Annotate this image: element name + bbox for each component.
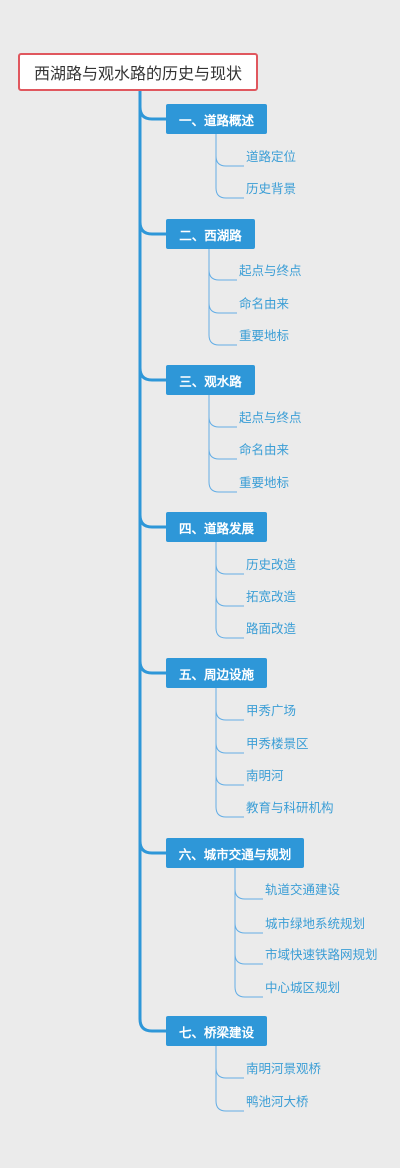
branch-label: 三、观水路 bbox=[179, 373, 242, 389]
branch-topic-1[interactable]: 一、道路概述 bbox=[166, 104, 267, 134]
sub-topic[interactable]: 南明河 bbox=[246, 768, 284, 783]
branch-label: 一、道路概述 bbox=[178, 112, 254, 128]
sub-topic[interactable]: 教育与科研机构 bbox=[246, 800, 334, 815]
sub-topic[interactable]: 甲秀广场 bbox=[246, 703, 297, 718]
branch-label: 五、周边设施 bbox=[178, 666, 254, 682]
sub-topic[interactable]: 拓宽改造 bbox=[246, 589, 297, 604]
sub-topic[interactable]: 鸭池河大桥 bbox=[246, 1094, 309, 1109]
branch-label: 六、城市交通与规划 bbox=[178, 846, 292, 862]
sub-topic[interactable]: 重要地标 bbox=[239, 475, 290, 490]
sub-topic[interactable]: 起点与终点 bbox=[239, 263, 302, 278]
sub-topic[interactable]: 命名由来 bbox=[239, 442, 290, 457]
sub-topic[interactable]: 重要地标 bbox=[239, 328, 290, 343]
branch-topic-7[interactable]: 七、桥梁建设 bbox=[166, 1016, 267, 1046]
branch-topic-6[interactable]: 六、城市交通与规划 bbox=[166, 838, 304, 868]
sub-topic[interactable]: 市域快速铁路网规划 bbox=[265, 947, 378, 962]
sub-topic[interactable]: 道路定位 bbox=[246, 149, 297, 164]
sub-topic[interactable]: 中心城区规划 bbox=[265, 980, 341, 995]
sub-topic[interactable]: 甲秀楼景区 bbox=[246, 736, 309, 751]
root-title: 西湖路与观水路的历史与现状 bbox=[33, 64, 242, 83]
branch-label: 二、西湖路 bbox=[179, 227, 242, 243]
branch-topic-3[interactable]: 三、观水路 bbox=[166, 365, 255, 395]
sub-topic[interactable]: 轨道交通建设 bbox=[265, 882, 341, 897]
root-topic[interactable]: 西湖路与观水路的历史与现状 bbox=[18, 53, 258, 91]
branch-label: 四、道路发展 bbox=[178, 520, 254, 536]
sub-topic[interactable]: 历史背景 bbox=[246, 181, 297, 196]
sub-topic[interactable]: 历史改造 bbox=[246, 557, 297, 572]
branch-topic-4[interactable]: 四、道路发展 bbox=[166, 512, 267, 542]
sub-topic[interactable]: 命名由来 bbox=[239, 296, 290, 311]
sub-topic[interactable]: 南明河景观桥 bbox=[246, 1061, 322, 1076]
sub-topic[interactable]: 路面改造 bbox=[246, 621, 297, 636]
branch-topic-5[interactable]: 五、周边设施 bbox=[166, 658, 267, 688]
sub-topic[interactable]: 起点与终点 bbox=[239, 410, 302, 425]
sub-topic[interactable]: 城市绿地系统规划 bbox=[265, 916, 366, 931]
branch-label: 七、桥梁建设 bbox=[178, 1024, 254, 1040]
branch-topic-2[interactable]: 二、西湖路 bbox=[166, 219, 255, 249]
